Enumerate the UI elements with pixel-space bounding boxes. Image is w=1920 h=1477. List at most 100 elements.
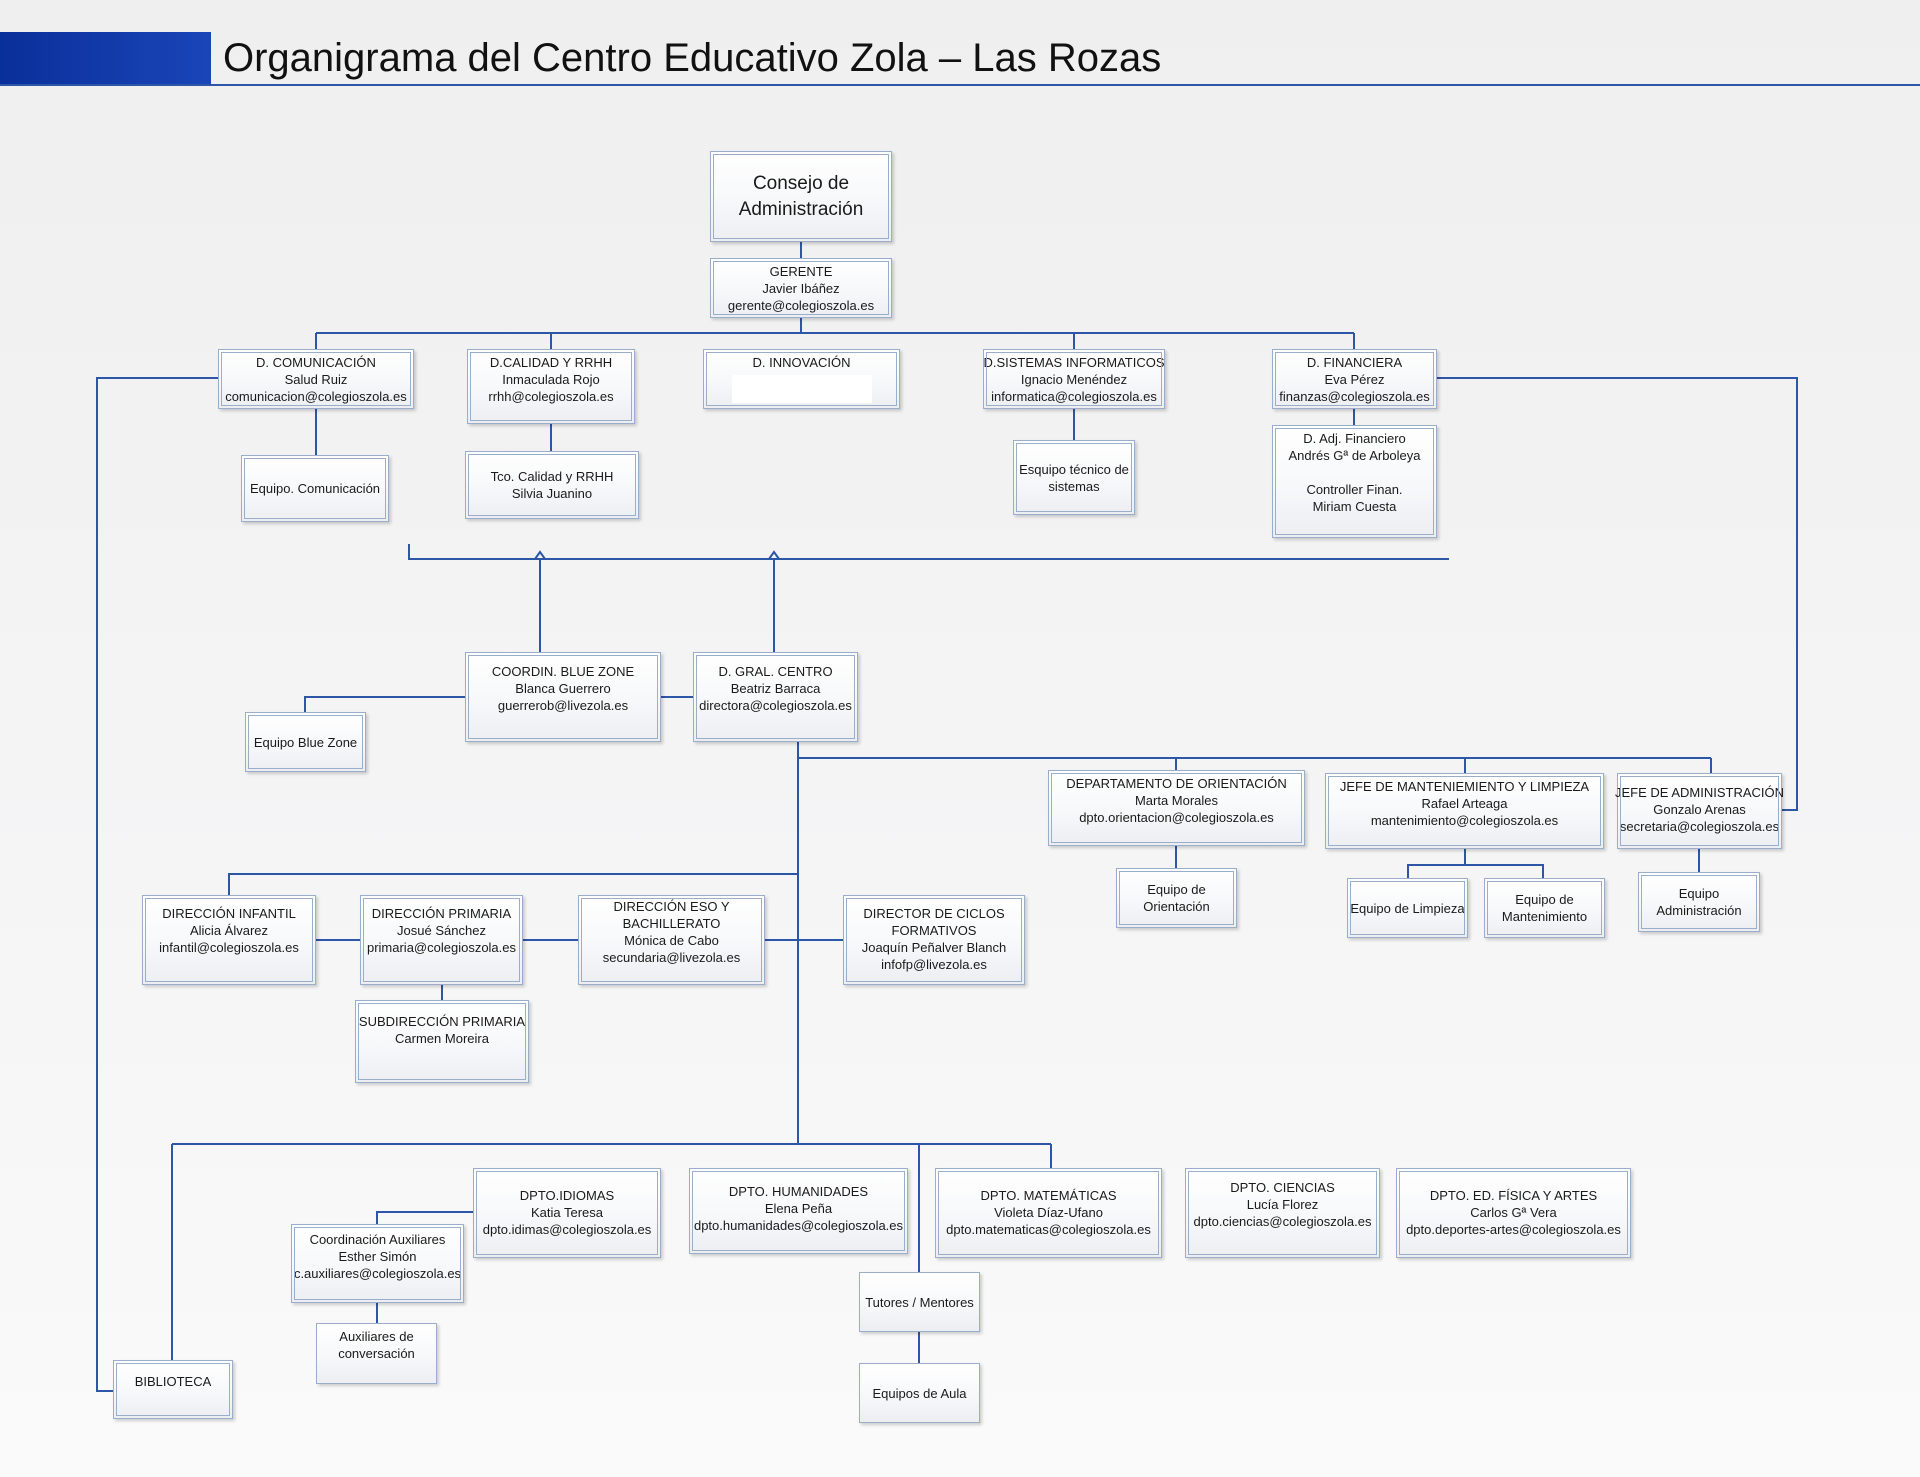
node-person: Lucía Florez (1246, 1197, 1319, 1212)
node-title: Equipos de Aula (872, 1385, 967, 1401)
node-title: BACHILLERATO (622, 916, 721, 931)
node-title: DPTO. HUMANIDADES (728, 1184, 869, 1199)
node-person: Elena Peña (764, 1201, 833, 1216)
node-title: JEFE DE MANTENIEMIENTO Y LIMPIEZA (1339, 779, 1590, 794)
node-email: comunicacion@colegioszola.es (225, 389, 407, 404)
node-d-comunicacion: D. COMUNICACIÓN Salud Ruiz comunicacion@… (218, 349, 414, 409)
node-d-calidad-rrhh: D.CALIDAD Y RRHH Inmaculada Rojo rrhh@co… (467, 349, 635, 424)
node-line: Consejo de (752, 172, 850, 194)
node-title: Equipo de Limpieza (1350, 900, 1465, 916)
node-email: dpto.ciencias@colegioszola.es (1193, 1214, 1372, 1229)
node-equipo-limpieza: Equipo de Limpieza (1347, 878, 1468, 938)
node-coordinacion-auxiliares: Coordinación Auxiliares Esther Simón c.a… (291, 1224, 464, 1303)
node-person: Carmen Moreira (395, 1031, 489, 1046)
node-subdireccion-primaria: SUBDIRECCIÓN PRIMARIA Carmen Moreira (355, 1000, 529, 1083)
node-title: Equipo. Comunicación (249, 481, 381, 496)
node-title: Equipo (1678, 886, 1720, 901)
header-accent-bar (0, 32, 211, 85)
node-title: D.SISTEMAS INFORMATICOS (983, 355, 1165, 370)
node-email: secundaria@livezola.es (602, 950, 741, 965)
node-tco-calidad-rrhh: Tco. Calidad y RRHH Silvia Juanino (465, 451, 639, 519)
node-title: Orientación (1143, 899, 1210, 914)
node-title: DIRECTOR DE CICLOS (863, 906, 1005, 921)
node-email: primaria@colegioszola.es (366, 940, 517, 955)
node-email: rrhh@colegioszola.es (488, 389, 614, 404)
node-biblioteca: BIBLIOTECA (113, 1360, 233, 1419)
node-title: DPTO.IDIOMAS (519, 1188, 615, 1203)
node-person: Inmaculada Rojo (502, 372, 600, 387)
node-person: Violeta Díaz-Ufano (994, 1205, 1103, 1220)
node-title: SUBDIRECCIÓN PRIMARIA (358, 1014, 526, 1029)
header-rule (0, 84, 1920, 86)
node-director-ciclos-formativos: DIRECTOR DE CICLOS FORMATIVOS Joaquín Pe… (843, 895, 1025, 985)
node-equipo-blue-zone: Equipo Blue Zone (245, 712, 366, 772)
node-email: dpto.humanidades@colegioszola.es (693, 1218, 904, 1233)
node-title: Controller Finan. (1306, 482, 1403, 497)
node-dpto-ciencias: DPTO. CIENCIAS Lucía Florez dpto.ciencia… (1185, 1168, 1380, 1258)
node-person: Ignacio Menéndez (1020, 372, 1128, 387)
node-person: Mónica de Cabo (624, 933, 719, 948)
node-person: Esther Simón (338, 1249, 417, 1264)
node-person: Beatriz Barraca (730, 681, 821, 696)
node-title: BIBLIOTECA (134, 1374, 212, 1389)
node-equipo-tecnico-sistemas: Esquipo técnico de sistemas (1013, 440, 1135, 515)
node-coordin-blue-zone: COORDIN. BLUE ZONE Blanca Guerrero guerr… (465, 652, 661, 742)
node-title: GERENTE (769, 264, 833, 279)
node-email: infantil@colegioszola.es (159, 940, 299, 955)
node-title: DIRECCIÓN ESO Y (613, 899, 730, 914)
node-person: Eva Pérez (1324, 372, 1385, 387)
node-d-adj-financiero: D. Adj. Financiero Andrés Gª de Arboleya… (1272, 425, 1437, 538)
node-email: gerente@colegioszola.es (727, 298, 875, 313)
node-title: JEFE DE ADMINISTRACIÓN (1614, 785, 1785, 800)
node-email: dpto.orientacion@colegioszola.es (1079, 810, 1274, 825)
node-email: secretaria@colegioszola.es (1619, 819, 1780, 834)
node-title: Tutores / Mentores (865, 1294, 974, 1310)
node-gerente: GERENTE Javier Ibáñez gerente@colegioszo… (710, 258, 892, 318)
node-title: conversación (338, 1346, 415, 1361)
node-title: D. INNOVACIÓN (752, 355, 851, 370)
node-d-sistemas-informaticos: D.SISTEMAS INFORMATICOS Ignacio Menéndez… (983, 349, 1165, 409)
node-person: Alicia Álvarez (189, 923, 269, 938)
node-equipo-comunicacion: Equipo. Comunicación (241, 455, 389, 522)
node-title: Equipo de (1515, 892, 1574, 907)
node-direccion-eso-bachillerato: DIRECCIÓN ESO Y BACHILLERATO Mónica de C… (578, 895, 765, 985)
node-title: D. Adj. Financiero (1303, 431, 1406, 446)
node-email: directora@colegioszola.es (699, 698, 852, 713)
node-title: Equipo de (1147, 882, 1206, 897)
node-equipo-administracion: Equipo Administración (1638, 872, 1760, 932)
node-dpto-ed-fisica-artes: DPTO. ED. FÍSICA Y ARTES Carlos Gª Vera … (1396, 1168, 1631, 1258)
node-departamento-orientacion: DEPARTAMENTO DE ORIENTACIÓN Marta Morale… (1048, 770, 1305, 846)
node-person: Silvia Juanino (511, 486, 593, 501)
node-tutores-mentores: Tutores / Mentores (859, 1272, 980, 1332)
node-email: informatica@colegioszola.es (991, 389, 1157, 404)
node-person: Salud Ruiz (284, 372, 348, 387)
node-person: Carlos Gª Vera (1470, 1205, 1557, 1220)
node-dpto-matematicas: DPTO. MATEMÁTICAS Violeta Díaz-Ufano dpt… (935, 1168, 1162, 1258)
node-title: Auxiliares de (339, 1329, 414, 1344)
node-title: Tco. Calidad y RRHH (490, 469, 614, 484)
node-title: D.CALIDAD Y RRHH (489, 355, 613, 370)
node-title: DIRECCIÓN INFANTIL (162, 906, 296, 921)
node-person: Joaquín Peñalver Blanch (861, 940, 1007, 955)
page-title: Organigrama del Centro Educativo Zola – … (223, 36, 1162, 80)
node-d-financiera: D. FINANCIERA Eva Pérez finanzas@colegio… (1272, 349, 1437, 409)
node-person: Rafael Arteaga (1421, 796, 1508, 811)
node-title: Esquipo técnico de (1019, 461, 1129, 477)
node-direccion-primaria: DIRECCIÓN PRIMARIA Josué Sánchez primari… (360, 895, 523, 985)
node-email: dpto.idimas@colegioszola.es (482, 1222, 652, 1237)
node-title: DPTO. CIENCIAS (1230, 1180, 1335, 1195)
node-title: DPTO. ED. FÍSICA Y ARTES (1429, 1188, 1598, 1203)
node-person: Katia Teresa (530, 1205, 604, 1220)
node-title: Mantenimiento (1501, 909, 1588, 924)
node-email: mantenimiento@colegioszola.es (1370, 813, 1559, 828)
node-title: D. COMUNICACIÓN (256, 355, 376, 370)
node-email: dpto.deportes-artes@colegioszola.es (1406, 1222, 1621, 1237)
node-email: guerrerob@livezola.es (497, 698, 629, 713)
node-title: FORMATIVOS (891, 923, 977, 938)
node-jefe-administracion: JEFE DE ADMINISTRACIÓN Gonzalo Arenas se… (1614, 773, 1785, 849)
node-equipo-mantenimiento: Equipo de Mantenimiento (1484, 878, 1605, 938)
node-person: Blanca Guerrero (515, 681, 611, 696)
node-person: Andrés Gª de Arboleya (1288, 448, 1421, 463)
node-email: finanzas@colegioszola.es (1279, 389, 1430, 404)
